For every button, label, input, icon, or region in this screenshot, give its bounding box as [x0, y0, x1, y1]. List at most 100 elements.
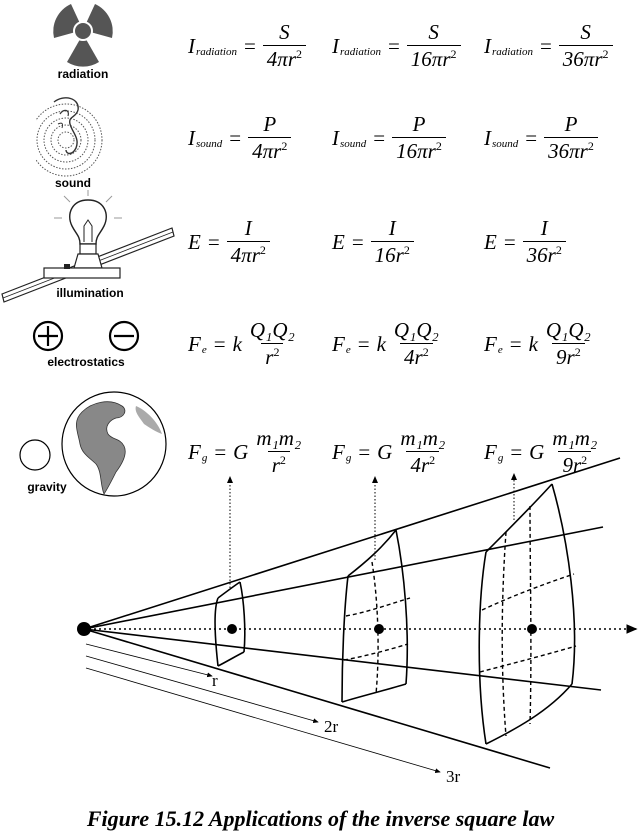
formula-numerator: m₁m₂	[552, 426, 598, 450]
formula-lhs: I	[484, 33, 491, 58]
formula-denominator: r2	[267, 451, 290, 476]
formula-lhs-subscript: g	[201, 452, 208, 464]
formula-denominator: 16r2	[370, 241, 414, 266]
formula-lhs: I	[484, 125, 491, 150]
formula-numerator: Q₁Q₂	[393, 318, 439, 342]
equals-sign: =	[351, 229, 364, 254]
distance-label-2r: 2r	[324, 717, 339, 736]
flux-center-3r	[527, 624, 537, 634]
formula-numerator: S	[279, 20, 290, 44]
formula-lhs: E	[484, 229, 497, 254]
spreading-lines	[83, 457, 621, 769]
formula-denominator: 16πr2	[392, 137, 446, 162]
equals-sign: =	[525, 125, 538, 150]
equals-sign: =	[358, 439, 371, 464]
distance-arrow-3r	[85, 667, 441, 773]
formula-lhs-subscript: sound	[340, 138, 367, 150]
formula-numerator: Q₁Q₂	[545, 318, 591, 342]
figure-caption: Figure 15.12 Applications of the inverse…	[86, 806, 555, 831]
equals-sign: =	[357, 331, 370, 356]
formula-coefficient: k	[376, 331, 386, 356]
formula-lhs: F	[188, 331, 201, 356]
formula-denominator: 9r2	[558, 451, 592, 476]
formula-denominator: 16πr2	[406, 45, 461, 70]
row-label-illumination: illumination	[56, 286, 124, 300]
formula-lhs: F	[484, 331, 497, 356]
surface-patch-3r	[478, 483, 576, 745]
formula-denominator: 36r2	[522, 241, 566, 266]
positive-negative-charges-icon	[32, 320, 140, 352]
formula-numerator: I	[244, 216, 252, 240]
formula-numerator: Q₁Q₂	[249, 318, 295, 342]
formula-denominator: 4πr2	[262, 45, 306, 70]
formula-lhs-subscript: e	[345, 344, 351, 356]
equals-sign: =	[243, 33, 256, 58]
formula-lhs: I	[332, 125, 339, 150]
negative-charge-icon	[108, 320, 140, 352]
surface-patch-2r	[341, 529, 409, 703]
formula-lhs-subscript: e	[201, 344, 207, 356]
formula-coefficient: G	[377, 439, 393, 464]
flux-center-r	[227, 624, 237, 634]
positive-charge-icon	[32, 320, 64, 352]
formula-numerator: P	[564, 112, 578, 136]
formula-lhs: F	[332, 331, 345, 356]
distance-arrow-r	[85, 643, 213, 678]
flux-center-2r	[374, 624, 384, 634]
row-label-radiation: radiation	[57, 67, 109, 81]
formula-lhs-subscript: sound	[492, 138, 519, 150]
small-mass-icon	[19, 439, 51, 471]
equals-sign: =	[510, 439, 523, 464]
formula-lhs-subscript: g	[497, 452, 504, 464]
equals-sign: =	[509, 331, 522, 356]
equals-sign: =	[539, 33, 552, 58]
formula-lhs: I	[188, 33, 195, 58]
formula-numerator: m₁m₂	[400, 426, 446, 450]
formula-denominator: 4πr2	[226, 241, 270, 266]
row-label-gravity: gravity	[27, 480, 67, 494]
formula-denominator: 4r2	[406, 451, 440, 476]
formula-lhs-subscript: radiation	[340, 46, 381, 58]
distance-label-3r: 3r	[446, 767, 461, 786]
equals-sign: =	[373, 125, 386, 150]
formula-numerator: P	[263, 112, 277, 136]
distance-arrow-2r	[85, 655, 319, 723]
point-source	[77, 622, 91, 636]
formula-denominator: 4πr2	[248, 137, 292, 162]
formula-lhs-subscript: sound	[196, 138, 223, 150]
formula-numerator: S	[580, 20, 591, 44]
formula-lhs: E	[188, 229, 201, 254]
equals-sign: =	[503, 229, 516, 254]
row-label-sound: sound	[55, 176, 91, 190]
formula-numerator: P	[412, 112, 426, 136]
formula-lhs: F	[484, 439, 497, 464]
formula-lhs-subscript: radiation	[492, 46, 533, 58]
distance-label-r: r	[212, 671, 218, 690]
formula-denominator: 36πr2	[544, 137, 598, 162]
formula-lhs-subscript: g	[345, 452, 352, 464]
formula-numerator: I	[388, 216, 396, 240]
earth-globe-mass-icon	[19, 391, 167, 497]
